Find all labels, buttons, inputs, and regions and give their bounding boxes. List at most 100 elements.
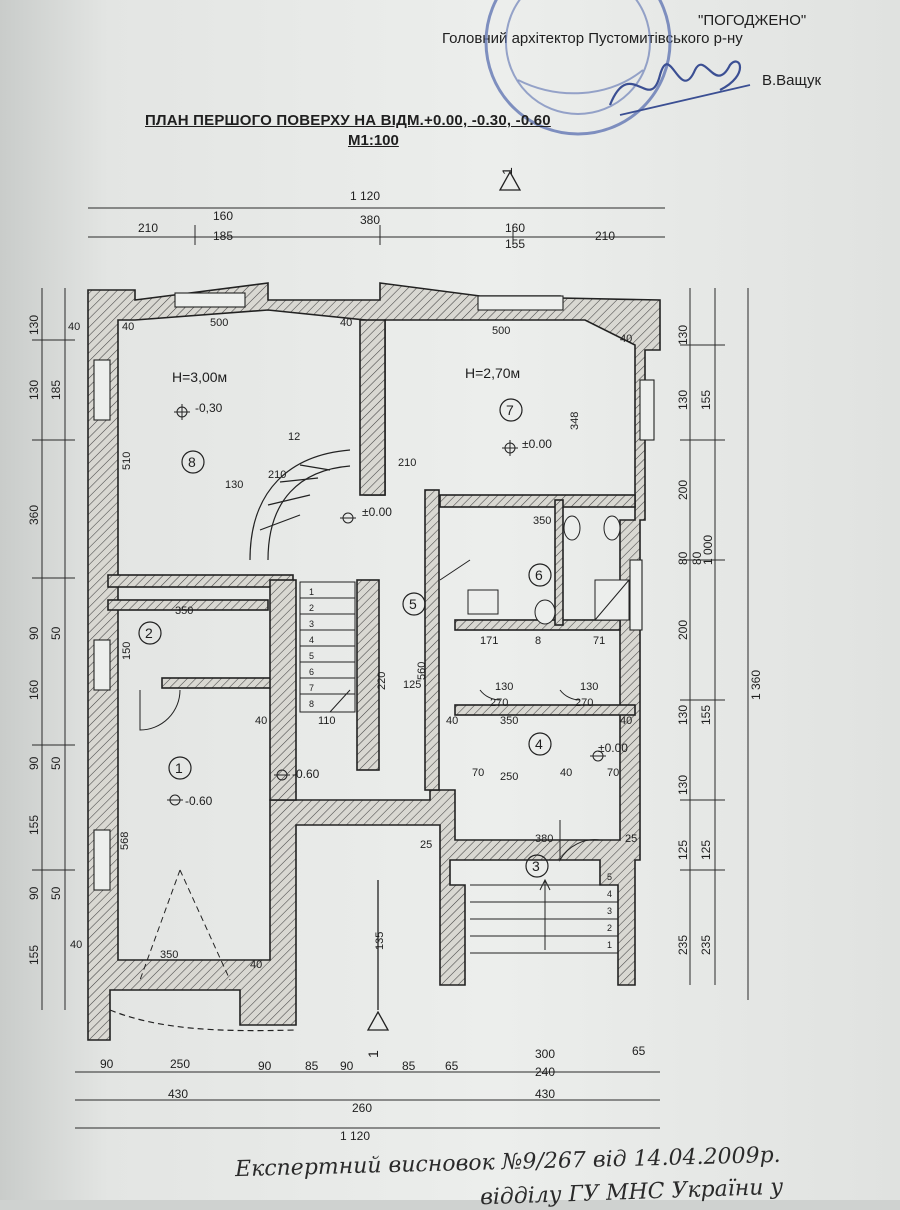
dim-text: 210	[398, 457, 416, 469]
dim-text: 160	[27, 680, 41, 700]
dim-text: 71	[593, 635, 605, 647]
approval-stamp	[484, 0, 672, 136]
step-number: 1	[309, 587, 314, 597]
walls	[87, 282, 661, 1041]
dim-text: 350	[160, 949, 178, 961]
room-number: 2	[145, 625, 153, 641]
bottom-dimensions: 90 250 90 85 90 85 65 300 240 65 430 260…	[100, 1044, 646, 1143]
dim-text: 40	[620, 715, 632, 727]
dim-text: 160	[213, 209, 233, 223]
dim-text: 250	[170, 1057, 190, 1071]
dim-text: 130	[676, 705, 690, 725]
dim-text: 250	[500, 771, 518, 783]
dim-text: 350	[175, 605, 193, 617]
dim-text: 50	[49, 756, 63, 770]
dim-text: 90	[258, 1059, 272, 1073]
dim-text: 210	[595, 229, 615, 243]
plan-scale: M1:100	[348, 132, 399, 149]
room-number: 3	[532, 858, 540, 874]
top-dimensions: 1 120 210 160 185 380 160 155 210	[138, 189, 615, 251]
stair-numbers: 1 2 3 4 5 6 7 8 5 4 3 2 1	[309, 587, 612, 950]
dim-text: 568	[119, 832, 131, 850]
dim-text: 40	[446, 715, 458, 727]
step-number: 4	[607, 889, 612, 899]
dim-text: 500	[210, 317, 228, 329]
dim-text: 210	[268, 469, 286, 481]
dim-text: 185	[49, 380, 63, 400]
dim-text: 155	[505, 237, 525, 251]
dimension-lines	[32, 207, 749, 1129]
dim-text: 130	[676, 325, 690, 345]
dim-text: 350	[533, 515, 551, 527]
room-number: 8	[188, 454, 196, 470]
dim-text: 80	[676, 551, 690, 565]
section-label: 1	[499, 167, 515, 175]
step-number: 5	[607, 872, 612, 882]
level-markers	[167, 404, 606, 806]
step-number: 8	[309, 699, 314, 709]
dim-text: 130	[580, 681, 598, 693]
dim-text: 85	[305, 1059, 319, 1073]
dim-text: 85	[402, 1059, 416, 1073]
room-number: 6	[535, 567, 543, 583]
step-number: 6	[309, 667, 314, 677]
dim-text: 12	[288, 431, 300, 443]
approver-name: В.Ващук	[762, 72, 822, 89]
section-label: 1	[365, 1050, 381, 1058]
dim-text: 200	[676, 480, 690, 500]
dim-text: 40	[70, 939, 82, 951]
dim-text: 235	[676, 935, 690, 955]
dim-text: 300	[535, 1047, 555, 1061]
dim-text: 70	[472, 767, 484, 779]
porch-steps	[470, 878, 618, 954]
dim-text: 50	[49, 626, 63, 640]
dim-text: 130	[495, 681, 513, 693]
dim-text: 40	[68, 321, 80, 333]
room-level: ±0.00	[598, 741, 628, 755]
floor-plan: 8 7 6 5 2 4 1 3 H=3,00м H=2,70м -0,30 ±0…	[27, 167, 763, 1143]
dim-text: 130	[676, 390, 690, 410]
room-level: -0,30	[195, 401, 223, 415]
dim-text: 240	[535, 1065, 555, 1079]
approver-position: Головний архітектор Пустомитівського р-н…	[442, 30, 743, 47]
dim-text: 90	[340, 1059, 354, 1073]
dim-text: 1 120	[350, 189, 380, 203]
dim-text: 360	[27, 505, 41, 525]
step-number: 2	[607, 923, 612, 933]
dim-text: 90	[27, 756, 41, 770]
dim-text: 560	[416, 662, 428, 680]
left-dimensions: 130 130 185 360 90 50 160 90 50 155 90 5…	[27, 315, 63, 965]
dim-text: 171	[480, 635, 498, 647]
room-level: ±0.00	[522, 437, 552, 451]
dim-text: 90	[27, 626, 41, 640]
step-number: 5	[309, 651, 314, 661]
room-height: H=3,00м	[172, 369, 227, 385]
dim-text: 155	[27, 815, 41, 835]
dim-text: 130	[27, 380, 41, 400]
dim-text: 90	[100, 1057, 114, 1071]
dim-text: 40	[122, 321, 134, 333]
dim-text: 1 360	[749, 670, 763, 700]
dim-text: 185	[213, 229, 233, 243]
right-dimensions: 130 155 130 200 80 80 1 000 200 130 155 …	[676, 325, 763, 955]
dim-text: 150	[121, 642, 133, 660]
dim-text: 40	[255, 715, 267, 727]
dim-text: 25	[625, 833, 637, 845]
dim-text: 430	[535, 1087, 555, 1101]
dim-text: 130	[676, 775, 690, 795]
room-circles	[138, 398, 552, 878]
room-level: -0.60	[292, 767, 320, 781]
dim-text: 40	[620, 333, 632, 345]
room-number: 1	[175, 760, 183, 776]
step-number: 2	[309, 603, 314, 613]
dim-text: 65	[632, 1044, 646, 1058]
dim-text: 270	[575, 697, 593, 709]
dim-text: 270	[490, 697, 508, 709]
step-number: 3	[309, 619, 314, 629]
dim-text: 380	[360, 213, 380, 227]
dim-text: 40	[340, 317, 352, 329]
dim-text: 1 120	[340, 1129, 370, 1143]
straight-stair	[299, 581, 356, 713]
step-number: 3	[607, 906, 612, 916]
